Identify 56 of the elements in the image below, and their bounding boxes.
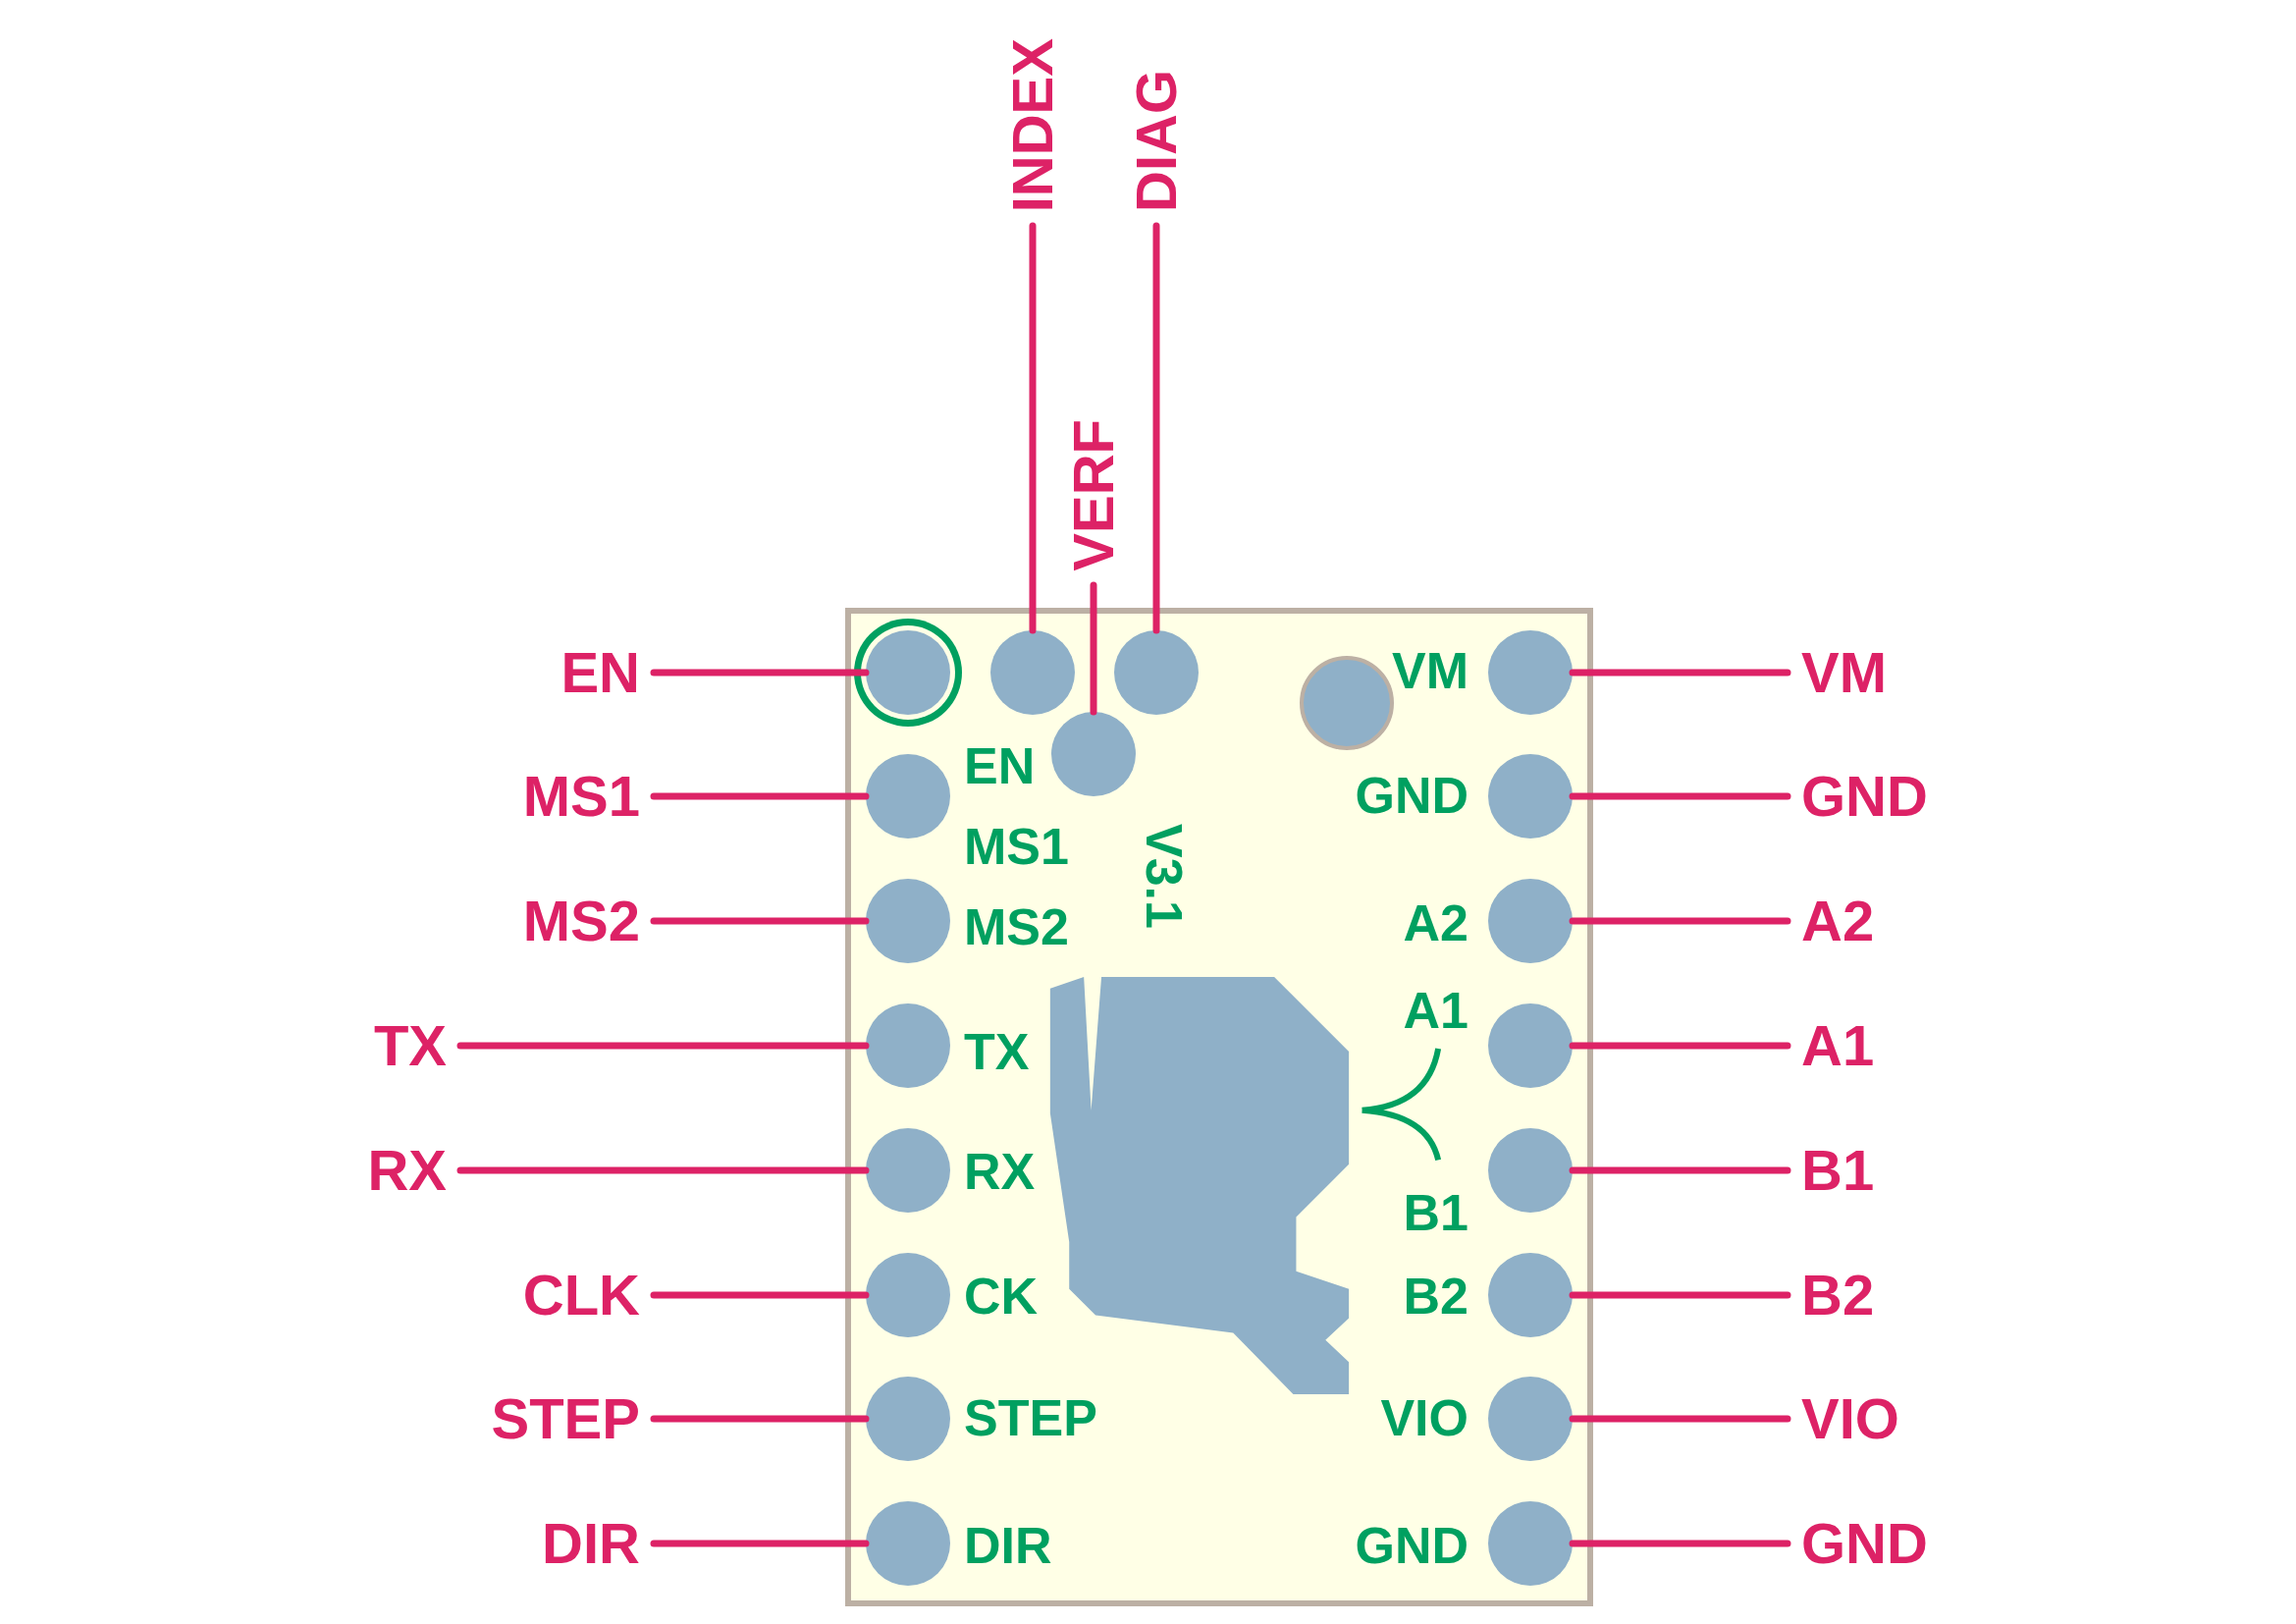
silkscreen-label: A2 <box>1403 897 1468 948</box>
leader-line <box>650 1540 870 1547</box>
pin-label: MS1 <box>522 768 640 825</box>
pin-label: DIAG <box>1128 70 1185 212</box>
pin-label: VIO <box>1801 1390 1899 1447</box>
board-outline <box>845 608 1593 1606</box>
pin-label: STEP <box>491 1390 640 1447</box>
leader-line <box>1569 1540 1791 1547</box>
leader-line <box>1152 222 1160 634</box>
pin-label: A2 <box>1801 893 1875 949</box>
pin-label: VERF <box>1065 419 1122 571</box>
silkscreen-label: VIO <box>1380 1392 1468 1443</box>
pin-label: EN <box>561 644 640 701</box>
leader-line <box>650 917 870 925</box>
silkscreen-label: A1 <box>1403 985 1468 1036</box>
silkscreen-label: MS2 <box>964 901 1069 952</box>
pin-label: B2 <box>1801 1267 1875 1324</box>
leader-line <box>1090 581 1097 716</box>
leader-line <box>650 1415 870 1423</box>
leader-line <box>1569 917 1791 925</box>
leader-line <box>1569 1166 1791 1174</box>
pin-label: MS2 <box>522 893 640 949</box>
silkscreen-label: V3.1 <box>1139 823 1190 929</box>
silkscreen-label: B1 <box>1403 1187 1468 1238</box>
leader-line <box>650 1291 870 1299</box>
leader-line <box>1569 1415 1791 1423</box>
silkscreen-label: EN <box>964 740 1036 791</box>
silkscreen-label: TX <box>964 1026 1030 1077</box>
pin-label: RX <box>367 1142 447 1199</box>
leader-line <box>1569 1291 1791 1299</box>
pin-label: A1 <box>1801 1017 1875 1074</box>
silkscreen-label: GND <box>1355 770 1468 821</box>
pin-label: GND <box>1801 1515 1928 1572</box>
pin-label: TX <box>373 1017 447 1074</box>
leader-line <box>1569 792 1791 800</box>
silkscreen-label: RX <box>964 1146 1036 1197</box>
pin-label: VM <box>1801 644 1887 701</box>
silkscreen-label: VM <box>1392 645 1468 696</box>
silkscreen-label: MS1 <box>964 821 1069 872</box>
leader-line <box>456 1166 870 1174</box>
silkscreen-label: DIR <box>964 1520 1052 1571</box>
silkscreen-label: CK <box>964 1271 1039 1322</box>
leader-line <box>650 669 870 677</box>
silkscreen-label: STEP <box>964 1392 1097 1443</box>
pin-label: GND <box>1801 768 1928 825</box>
leader-line <box>650 792 870 800</box>
leader-line <box>1029 222 1037 634</box>
silkscreen-label: GND <box>1355 1520 1468 1571</box>
pin-label: INDEX <box>1004 37 1061 212</box>
leader-line <box>1569 1042 1791 1050</box>
pin-label: DIR <box>542 1515 640 1572</box>
pin-label: CLK <box>522 1267 640 1324</box>
leader-line <box>1569 669 1791 677</box>
silkscreen-label: B2 <box>1403 1271 1468 1322</box>
leader-line <box>456 1042 870 1050</box>
pin-label: B1 <box>1801 1142 1875 1199</box>
